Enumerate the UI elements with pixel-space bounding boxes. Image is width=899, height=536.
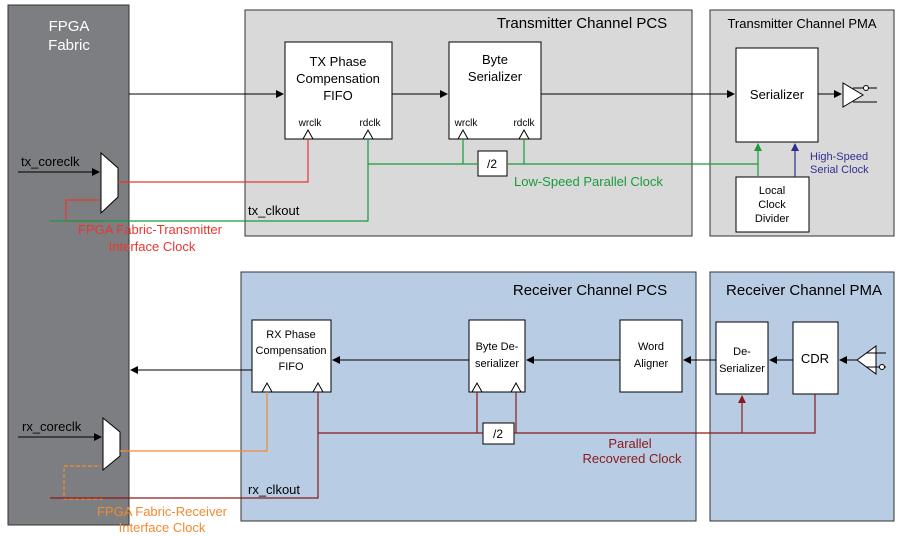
tx-fifo-line3: FIFO [323, 88, 353, 103]
byte-deserializer: Byte De- serializer [468, 319, 526, 393]
low-speed-clock-wire [50, 139, 369, 222]
tx-fifo-rdclk: rdclk [359, 118, 381, 129]
word-aligner-line1: Word [638, 341, 664, 353]
byte-serializer: Byte Serializer wrclk rdclk [448, 41, 542, 140]
rx-fifo-wr-pin [261, 381, 273, 393]
tx-pcs-title: Transmitter Channel PCS [497, 15, 667, 32]
byte-ser-line1: Byte [482, 52, 508, 67]
byte-deser-line1: Byte De- [476, 341, 519, 353]
rx-pma-title: Receiver Channel PMA [726, 282, 882, 299]
lcd-line2: Clock [758, 199, 786, 211]
rx-phase-compensation-fifo: RX Phase Compensation FIFO [251, 319, 332, 393]
tx-pma-title: Transmitter Channel PMA [727, 16, 876, 31]
rx-coreclk-label: rx_coreclk [22, 419, 82, 434]
rx-pma-region [709, 271, 895, 522]
tx-fifo-line1: TX Phase [309, 54, 366, 69]
serializer-block: Serializer [735, 47, 819, 143]
lcd-line1: Local [759, 185, 785, 197]
tx-fifo-wrclk-pin [302, 128, 314, 140]
rx-fifo-line2: Compensation [256, 345, 327, 357]
fpga-title-line2: Fabric [48, 37, 90, 54]
parallel-label-2: Recovered Clock [583, 451, 682, 466]
rx-if-clock-wire [120, 392, 268, 452]
recovered-clock-bus [318, 394, 816, 434]
byte-ser-wrclk: wrclk [454, 118, 479, 129]
deser-line1: De- [733, 346, 751, 358]
rx-divide-by-2: /2 [482, 422, 515, 445]
rx-pcs-title: Receiver Channel PCS [513, 282, 667, 299]
cdr-label: CDR [801, 351, 829, 366]
tx-phase-compensation-fifo: TX Phase Compensation FIFO wrclk rdclk [284, 41, 393, 140]
fpga-title-line1: FPGA [49, 18, 90, 35]
rx-div-label: /2 [493, 427, 503, 441]
rx-pcs-region [240, 271, 697, 522]
tx-divide-by-2: /2 [477, 150, 508, 177]
tx-div-label: /2 [487, 157, 497, 171]
byte-deser-pin-1 [471, 381, 483, 393]
rx-input-buffer-icon [856, 345, 886, 375]
deserializer-block: De- Serializer [715, 321, 769, 395]
word-aligner: Word Aligner [619, 319, 683, 393]
low-speed-label: Low-Speed Parallel Clock [514, 174, 663, 189]
rx-clkout-label: rx_clkout [248, 482, 300, 497]
tx-fifo-line2: Compensation [296, 71, 380, 86]
byte-ser-wrclk-pin [457, 128, 469, 140]
tx-if-label-2: Interface Clock [109, 239, 196, 254]
tx-if-clock-wire [118, 139, 309, 183]
high-speed-label-1: High-Speed [810, 151, 868, 163]
parallel-label-1: Parallel [608, 436, 651, 451]
lcd-line3: Divider [755, 213, 790, 225]
tx-if-label-1: FPGA Fabric-Transmitter [78, 222, 223, 237]
rx-fifo-line1: RX Phase [266, 329, 316, 341]
tx-fifo-rdclk-pin [362, 128, 374, 140]
byte-deser-pin-2 [510, 381, 522, 393]
rx-fifo-line3: FIFO [278, 361, 303, 373]
tx-output-buffer-icon [842, 82, 877, 108]
byte-ser-rdclk: rdclk [513, 118, 535, 129]
byte-deser-line2: serializer [475, 358, 519, 370]
tx-clock-mux [100, 151, 119, 215]
tx-clkout-label: tx_clkout [248, 203, 300, 218]
recovered-clock-out [50, 392, 319, 499]
rx-fifo-rd-pin [312, 381, 324, 393]
rx-if-clock-feedback [63, 465, 103, 500]
rx-if-label-2: Interface Clock [119, 520, 206, 535]
serializer-label: Serializer [750, 87, 805, 102]
word-aligner-line2: Aligner [634, 358, 669, 370]
local-clock-divider: Local Clock Divider [735, 176, 810, 233]
rx-if-label-1: FPGA Fabric-Receiver [97, 504, 228, 519]
tx-fifo-wrclk: wrclk [298, 118, 323, 129]
deser-line2: Serializer [719, 363, 765, 375]
high-speed-label-2: Serial Clock [810, 164, 869, 176]
tx-coreclk-label: tx_coreclk [21, 154, 80, 169]
byte-ser-rdclk-pin [518, 128, 530, 140]
rx-clock-mux [102, 416, 121, 472]
byte-ser-line2: Serializer [468, 69, 523, 84]
cdr-block: CDR [792, 321, 839, 395]
